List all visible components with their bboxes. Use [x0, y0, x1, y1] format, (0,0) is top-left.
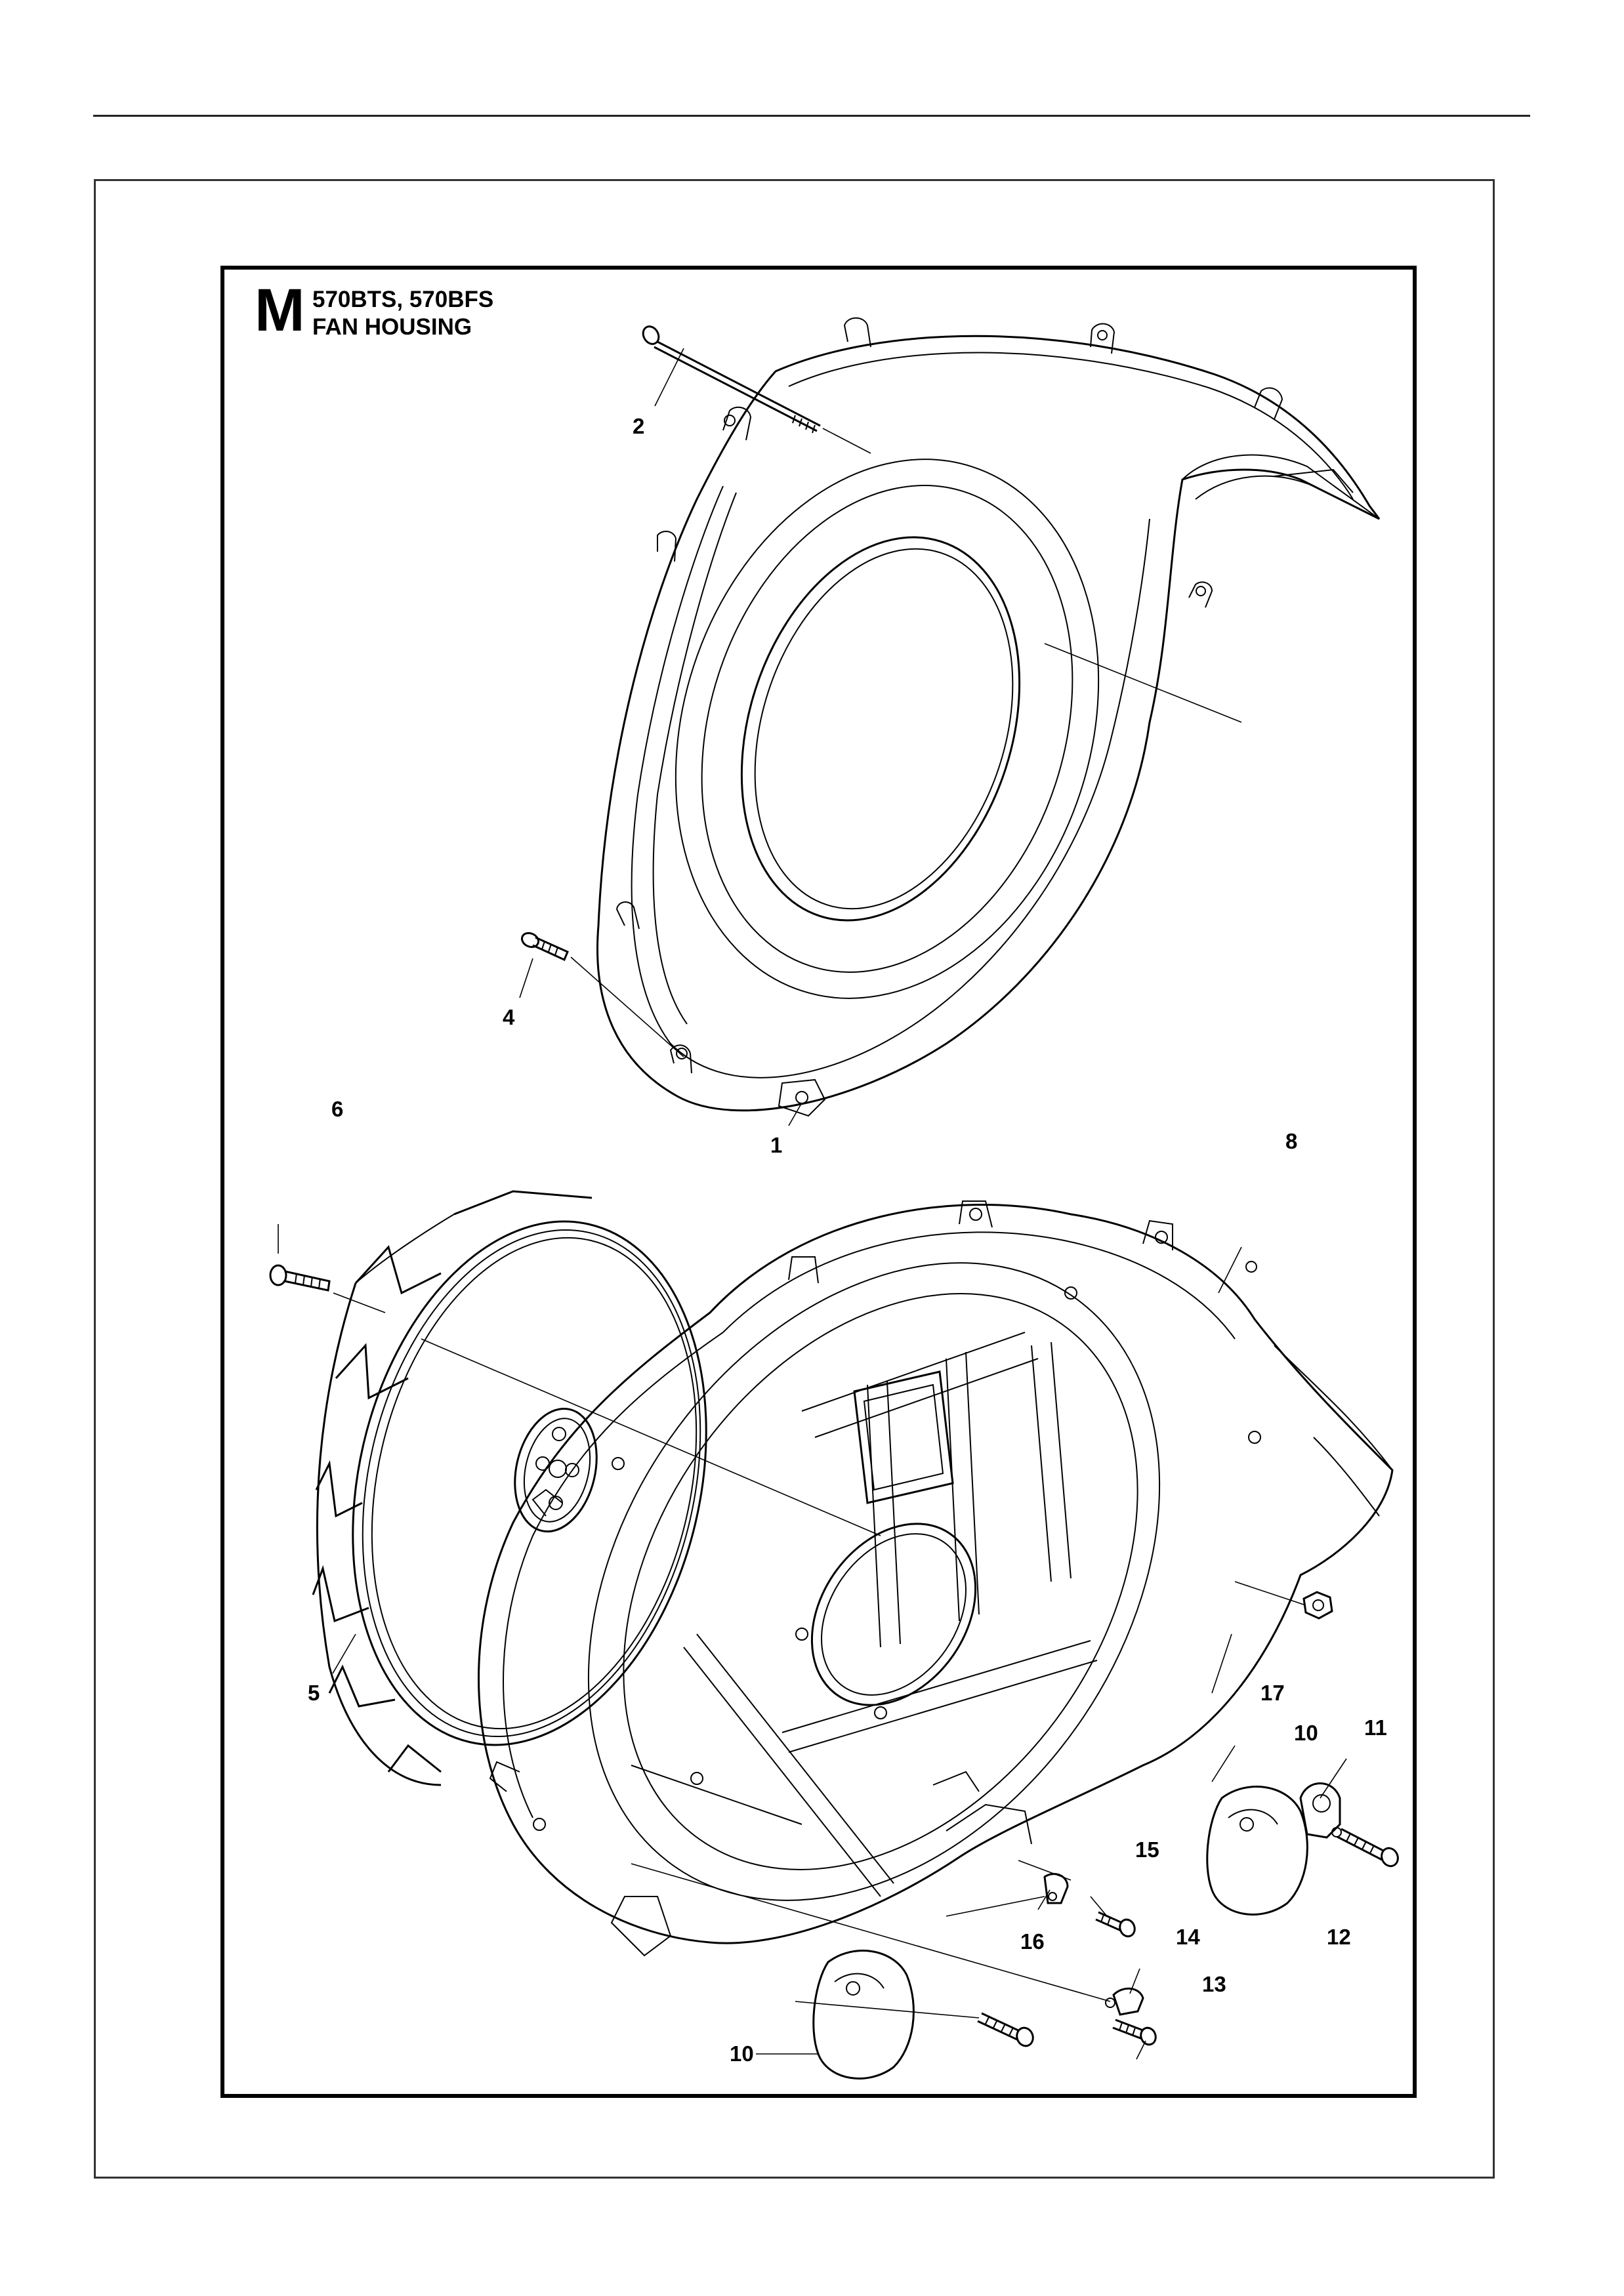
clamp-part [1299, 1782, 1342, 1839]
callout-16: 16 [1020, 1929, 1045, 1954]
title-name: FAN HOUSING [312, 314, 472, 340]
callout-10-right: 10 [1294, 1721, 1318, 1745]
impeller-part [312, 1190, 707, 1786]
callout-4: 4 [503, 1005, 515, 1029]
callout-13: 13 [1202, 1972, 1226, 1996]
clip-part [1105, 1987, 1144, 2016]
foot-screw-bottom-part [977, 2012, 1034, 2047]
callout-14: 14 [1176, 1925, 1200, 1949]
section-letter: M [255, 277, 305, 344]
diagram-frame: M 570BTS, 570BFS FAN HOUSING [220, 266, 1417, 2098]
callout-labels: 2 4 1 6 5 8 17 10 11 15 12 16 14 13 10 [308, 414, 1387, 2066]
fan-cover-part [596, 317, 1381, 1117]
small-clip-part [1043, 1873, 1069, 1904]
callout-1: 1 [770, 1133, 782, 1157]
callout-12: 12 [1327, 1925, 1351, 1949]
exploded-view-drawing: 2 4 1 6 5 8 17 10 11 15 12 16 14 13 10 [269, 317, 1399, 2080]
leader-lines [278, 348, 1347, 2060]
callout-8: 8 [1285, 1129, 1297, 1153]
callout-15: 15 [1135, 1837, 1159, 1862]
top-rule [93, 115, 1530, 117]
foot-part [812, 1786, 1308, 2080]
callout-2: 2 [633, 414, 644, 438]
callout-17: 17 [1260, 1681, 1285, 1705]
callout-11: 11 [1364, 1715, 1387, 1740]
callout-5: 5 [308, 1681, 320, 1705]
callout-10-bottom: 10 [730, 2041, 754, 2066]
nut-part [1302, 1591, 1333, 1620]
page-frame [94, 179, 1495, 2179]
small-screw-part [1095, 1911, 1136, 1938]
foot-screw-right-part [1337, 1828, 1399, 1868]
impeller-screw-part [269, 1264, 331, 1292]
fan-housing-part [478, 1200, 1394, 1957]
short-screw-part [520, 932, 569, 962]
callout-6: 6 [331, 1097, 343, 1121]
title-models: 570BTS, 570BFS [312, 287, 494, 312]
clip-screw-part [1112, 2019, 1157, 2046]
long-screw-part [642, 325, 821, 434]
